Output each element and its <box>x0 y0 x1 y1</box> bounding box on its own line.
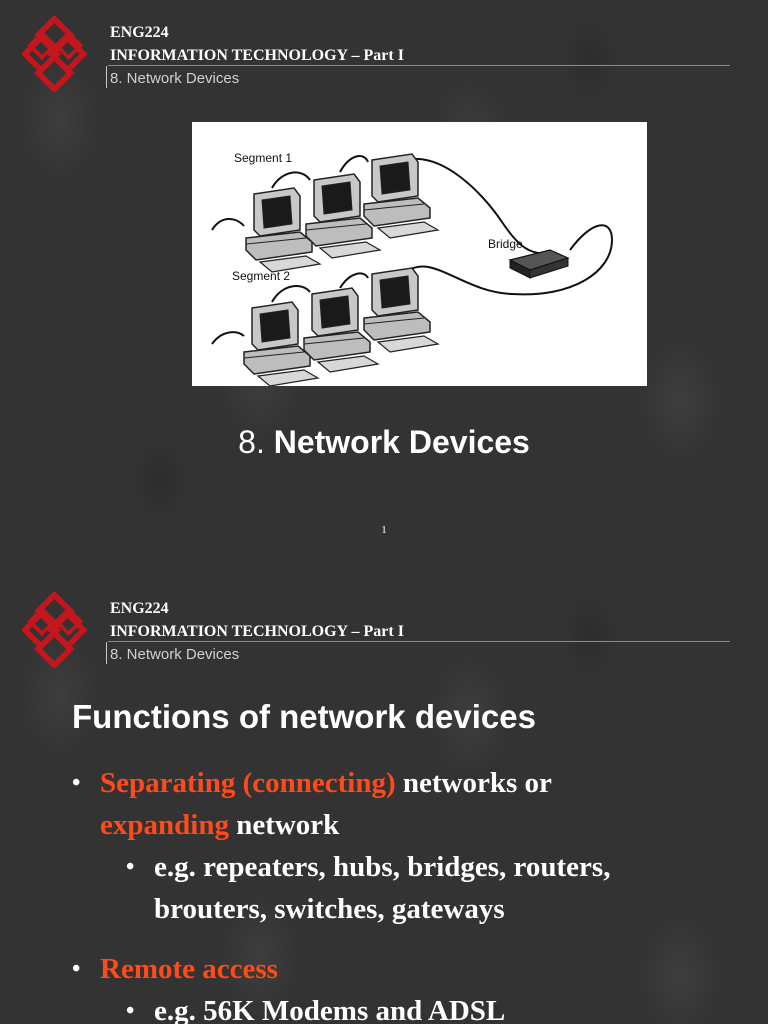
slide-title: 8. Network Devices <box>0 424 768 461</box>
bullet-list: Separating (connecting) networks or expa… <box>72 762 712 1024</box>
content-title: Functions of network devices <box>72 698 536 735</box>
chapter-label: 8. Network Devices <box>110 70 240 87</box>
title-text: Network Devices <box>273 424 530 460</box>
course-code: ENG224 <box>110 24 169 41</box>
computer-icon <box>363 153 439 239</box>
bullet-text: network <box>228 809 340 841</box>
highlight-text: Separating (connecting) <box>100 767 396 799</box>
bridge-network-diagram: Segment 1 Segment 2 Bridge <box>192 122 647 386</box>
course-code: ENG224 <box>110 600 169 617</box>
course-title: INFORMATION TECHNOLOGY – Part I <box>110 47 404 64</box>
header-divider <box>108 65 730 66</box>
bridge-device-icon <box>508 249 570 279</box>
highlight-text: Remote access <box>100 953 278 985</box>
bullet-text: networks or <box>395 767 552 799</box>
segment-2-label: Segment 2 <box>232 269 290 283</box>
bridge-label: Bridge <box>488 237 523 251</box>
highlight-text: expanding <box>100 809 229 841</box>
university-logo-icon <box>22 16 88 92</box>
header-divider <box>108 641 730 642</box>
sub-bullet-item: e.g. 56K Modems and ADSL <box>72 990 712 1024</box>
title-number: 8. <box>238 424 265 460</box>
university-logo-icon <box>22 592 88 668</box>
bullet-item: Remote access <box>72 948 712 990</box>
sub-bullet-item: e.g. repeaters, hubs, bridges, routers, … <box>72 846 712 930</box>
sub-bullet-text: e.g. 56K Modems and ADSL <box>154 995 506 1024</box>
computer-icon <box>363 267 439 353</box>
slide-2: ENG224 INFORMATION TECHNOLOGY – Part I 8… <box>0 576 768 1024</box>
bullet-item: Separating (connecting) networks or expa… <box>72 762 712 846</box>
sub-bullet-text: e.g. repeaters, hubs, bridges, routers, <box>154 851 611 883</box>
page-number: 1 <box>381 524 387 536</box>
sub-bullet-text: brouters, switches, gateways <box>154 893 505 925</box>
header-vertical-divider <box>106 66 107 88</box>
course-title: INFORMATION TECHNOLOGY – Part I <box>110 623 404 640</box>
slide-1: ENG224 INFORMATION TECHNOLOGY – Part I 8… <box>0 0 768 576</box>
segment-1-label: Segment 1 <box>234 151 292 165</box>
header-vertical-divider <box>106 642 107 664</box>
chapter-label: 8. Network Devices <box>110 646 240 663</box>
